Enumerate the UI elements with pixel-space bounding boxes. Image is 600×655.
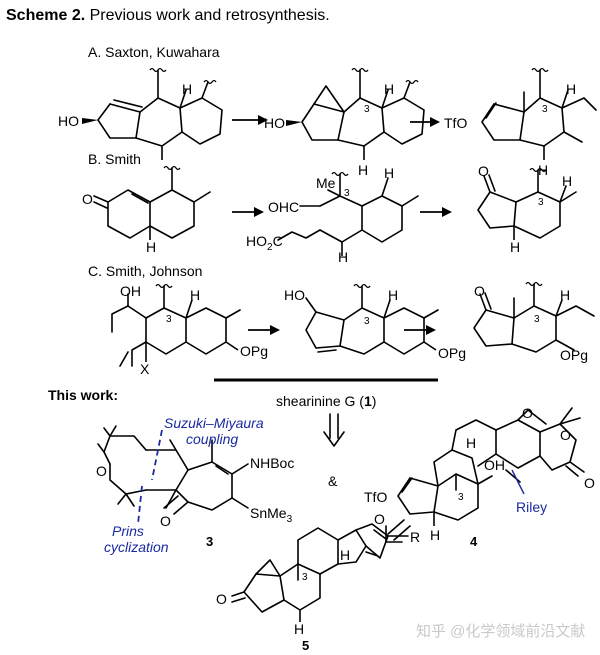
c1-c3: 3 bbox=[166, 314, 172, 325]
structure-b1 bbox=[93, 165, 211, 240]
structure-c1 bbox=[111, 283, 241, 367]
compound5-furan-o: O bbox=[374, 511, 385, 527]
compound-3-number: 3 bbox=[206, 534, 213, 549]
b1-o: O bbox=[82, 191, 93, 207]
compound-5-number: 5 bbox=[302, 638, 309, 653]
a3-tfo: TfO bbox=[444, 115, 467, 131]
prins-label-2: cyclization bbox=[104, 539, 169, 555]
scheme-title: Scheme 2. Previous work and retrosynthes… bbox=[6, 7, 330, 24]
prins-label-1: Prins bbox=[112, 523, 144, 539]
c2-ho: HO bbox=[284, 287, 305, 303]
b2-c3: 3 bbox=[344, 188, 350, 199]
c3-h: H bbox=[560, 287, 570, 303]
c1-h: H bbox=[190, 287, 200, 303]
b3-c3: 3 bbox=[538, 197, 544, 208]
c1-x: X bbox=[140, 361, 150, 377]
compound4-o-ketone: O bbox=[584, 475, 595, 491]
prins-disconnection bbox=[137, 485, 143, 525]
c2-opg: OPg bbox=[438, 345, 466, 361]
a1-h: H bbox=[182, 81, 192, 97]
compound4-o-top: O bbox=[522, 405, 533, 421]
section-a-label: A. Saxton, Kuwahara bbox=[88, 44, 220, 60]
suzuki-disconnection bbox=[151, 429, 163, 481]
b3-h-bottom: H bbox=[510, 239, 520, 255]
this-work-label: This work: bbox=[48, 387, 118, 403]
suzuki-label-2: coupling bbox=[186, 431, 238, 447]
structure-c2 bbox=[305, 283, 439, 355]
a3-h-bottom: H bbox=[538, 162, 548, 178]
suzuki-label-1: Suzuki–Miyaura bbox=[164, 415, 264, 431]
b2-h-bottom: H bbox=[338, 249, 348, 265]
target-name: shearinine G (1) bbox=[276, 393, 376, 409]
ampersand: & bbox=[328, 473, 338, 489]
c3-ring-o: O bbox=[96, 463, 107, 479]
b1-h: H bbox=[146, 239, 156, 255]
compound-4-number: 4 bbox=[470, 534, 478, 549]
a2-h: H bbox=[384, 81, 394, 97]
structure-b2 bbox=[277, 171, 419, 256]
watermark-text: 知乎 @化学领域前沿文献 bbox=[416, 623, 585, 640]
compound5-h-bottom: H bbox=[294, 621, 304, 637]
structure-a2 bbox=[286, 67, 425, 160]
a3-c3: 3 bbox=[542, 104, 548, 115]
c2-h: H bbox=[388, 287, 398, 303]
structure-a1 bbox=[82, 67, 223, 160]
b2-me: Me bbox=[316, 175, 336, 191]
a2-ho: HO bbox=[264, 115, 285, 131]
structure-compound-5 bbox=[231, 523, 409, 622]
b3-h: H bbox=[562, 173, 572, 189]
riley-label: Riley bbox=[516, 499, 547, 515]
compound3-snme3: SnMe3 bbox=[250, 505, 293, 525]
riley-pointer bbox=[511, 469, 525, 495]
compound4-c3: 3 bbox=[458, 492, 464, 503]
section-c-label: C. Smith, Johnson bbox=[88, 263, 202, 279]
compound3-nhboc: NHBoc bbox=[250, 455, 294, 471]
c1-oh: OH bbox=[120, 283, 141, 299]
structure-a3 bbox=[481, 67, 597, 160]
structure-c3 bbox=[473, 281, 595, 353]
c1-opg: OPg bbox=[240, 343, 268, 359]
b2-ohc: OHC bbox=[268, 199, 299, 215]
c3-o: O bbox=[474, 283, 485, 299]
c2-c3: 3 bbox=[364, 316, 370, 327]
compound5-h: H bbox=[340, 547, 350, 563]
a2-c3: 3 bbox=[364, 104, 370, 115]
compound4-oh: OH bbox=[484, 457, 505, 473]
compound4-h-bottom: H bbox=[430, 527, 440, 543]
section-b-label: B. Smith bbox=[88, 151, 141, 167]
a1-ho: HO bbox=[58, 113, 79, 129]
c3-c3: 3 bbox=[534, 314, 540, 325]
compound4-tfo: TfO bbox=[364, 489, 387, 505]
compound5-r: R bbox=[410, 529, 420, 545]
retro-arrow-down bbox=[323, 413, 345, 447]
scheme-title-rest: Previous work and retrosynthesis. bbox=[85, 7, 330, 24]
b3-o: O bbox=[478, 163, 489, 179]
a3-h: H bbox=[566, 81, 576, 97]
retro-arrow-diagonal bbox=[385, 519, 411, 543]
b2-ho2c: HO2C bbox=[246, 233, 283, 253]
a2-h-bottom: H bbox=[358, 162, 368, 178]
structure-compound-3 bbox=[97, 425, 249, 515]
structure-compound-4 bbox=[397, 407, 585, 526]
compound3-o: O bbox=[160, 513, 171, 529]
structure-b3 bbox=[477, 167, 577, 240]
c3-opg: OPg bbox=[560, 347, 588, 363]
compound5-o: O bbox=[216, 591, 227, 607]
compound4-h: H bbox=[466, 435, 476, 451]
b2-h: H bbox=[384, 165, 394, 181]
compound5-c3: 3 bbox=[302, 572, 308, 583]
scheme-title-bold: Scheme 2. bbox=[6, 7, 85, 24]
compound4-o-right: O bbox=[560, 427, 571, 443]
